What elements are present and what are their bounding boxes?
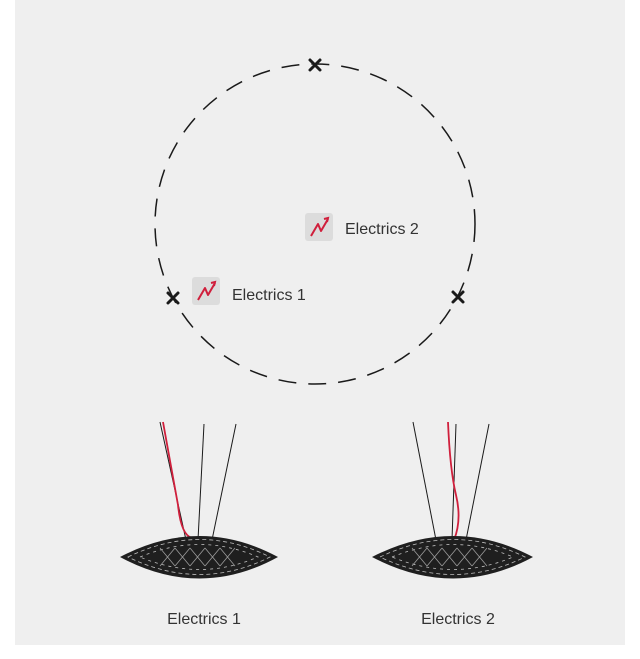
fixture-electrics-2: Electrics 2 [372,421,533,628]
anchor-point-top [308,58,322,72]
electrics-1-marker: Electrics 1 [192,277,306,305]
fixture-1-label: Electrics 1 [167,611,241,628]
woven-shade [372,536,533,579]
electrics-1-marker-label: Electrics 1 [232,287,306,304]
anchor-point-right [451,290,465,304]
anchor-point-left [166,291,180,305]
power-cable [447,421,460,541]
fixture-electrics-1: Electrics 1 [120,421,278,628]
electrics-2-marker: Electrics 2 [305,213,419,241]
fixture-2-label: Electrics 2 [421,611,495,628]
electrics-2-marker-label: Electrics 2 [345,221,419,238]
woven-shade [120,536,278,579]
diagram-panel [15,0,625,645]
